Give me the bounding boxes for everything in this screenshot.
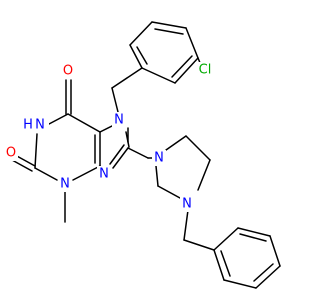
bond-ph-6	[213, 249, 225, 281]
bond-pip-2	[185, 135, 211, 161]
bond-c8-n9-double	[109, 144, 125, 165]
atom-o6: O	[63, 64, 73, 79]
atom-cl: Cl	[199, 63, 212, 78]
bond-ch2-ar	[111, 67, 143, 89]
bond-c2-n3	[34, 167, 58, 181]
bond-ar-a1	[141, 67, 176, 84]
bond-pip-1	[165, 135, 187, 151]
bond-ar-a3	[185, 27, 199, 59]
bond-ar-a4	[151, 21, 187, 29]
bond-ph-5	[223, 279, 257, 289]
molecule-diagram: O H N O N N N Cl N N	[4, 21, 281, 289]
bond-ar-a4-double	[154, 28, 184, 35]
atom-labels: O H N O N N N Cl N N	[4, 62, 215, 212]
atom-np4: N	[182, 197, 192, 212]
bond-ph-4	[255, 265, 281, 289]
bond-ph-2-double	[239, 233, 267, 242]
bond-n3-c4	[72, 165, 101, 181]
bond-ph-4-double	[253, 263, 274, 282]
bond-pip-5	[155, 165, 159, 187]
bond-ar-a2-double	[171, 55, 193, 78]
atom-h1: H	[23, 118, 33, 133]
bond-np4-ch2	[183, 209, 189, 241]
bond-c5-c6	[67, 113, 101, 133]
bond-ph-6-double	[220, 250, 231, 277]
bond-ph-2	[237, 227, 271, 237]
bond-c8-ch2	[127, 147, 149, 159]
atom-n3: N	[60, 177, 70, 192]
atom-n7: N	[114, 113, 124, 128]
bond-ph-1	[213, 227, 239, 251]
bond-ch2-ph	[183, 239, 215, 251]
bond-ar-a2	[174, 57, 199, 84]
bond-n1-c2	[34, 133, 38, 169]
atom-n1: N	[35, 118, 45, 133]
bond-pip-4	[157, 185, 181, 199]
bond-pip-3	[197, 159, 211, 191]
bond-n7-c8-b	[125, 131, 130, 148]
bond-n7-ch2	[111, 87, 119, 113]
bond-ar-a5	[129, 21, 153, 46]
bond-ar-a6	[129, 44, 143, 69]
atom-np1: N	[154, 151, 164, 166]
molecule-structure: O H N O N N N Cl N N	[4, 21, 281, 289]
bond-c8-n9	[112, 147, 129, 169]
atom-o2: O	[6, 146, 16, 161]
bond-ar-a6-double	[136, 46, 148, 65]
bond-ph-3	[269, 235, 281, 267]
bond-c6-n1	[48, 113, 69, 125]
bonds	[11, 21, 281, 289]
bond-c2-o2	[14, 154, 36, 167]
atom-n9: N	[99, 167, 109, 182]
bond-c2-o2-double	[11, 159, 33, 172]
